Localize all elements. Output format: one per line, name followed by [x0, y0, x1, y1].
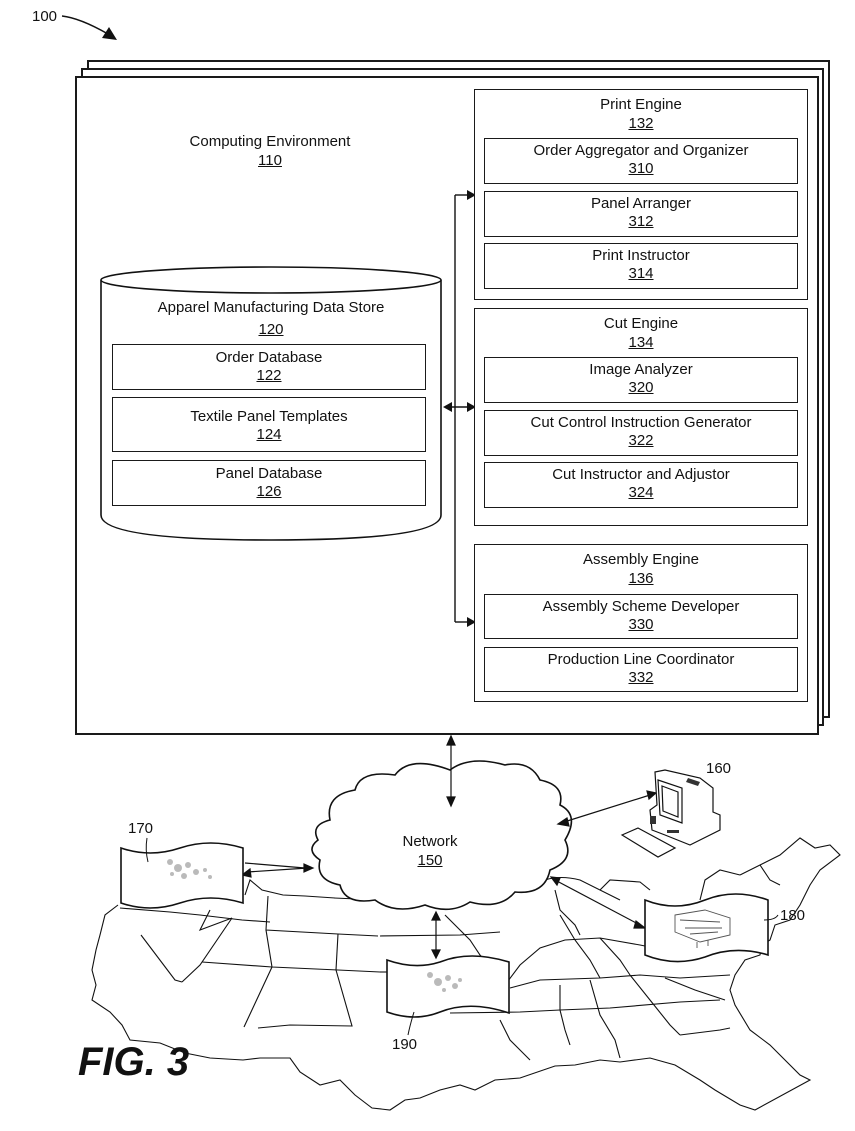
network-label: Network 150 [380, 832, 480, 870]
image-analyzer-box: Image Analyzer 320 [484, 357, 798, 403]
textile-panel-templates-title: Textile Panel Templates [190, 408, 348, 425]
print-engine-ref: 132 [628, 115, 654, 132]
cut-control-instruction-generator-title: Cut Control Instruction Generator [530, 414, 752, 431]
network-title: Network [402, 833, 458, 850]
print-instructor-box: Print Instructor 314 [484, 243, 798, 289]
order-database-title: Order Database [215, 349, 323, 366]
data-store-title: Apparel Manufacturing Data Store [157, 299, 385, 316]
assembly-scheme-developer-title: Assembly Scheme Developer [542, 598, 740, 615]
order-database-ref: 122 [256, 367, 282, 384]
site-west-ref: 170 [128, 820, 154, 837]
order-aggregator-title: Order Aggregator and Organizer [533, 142, 749, 159]
assembly-engine-ref: 136 [628, 570, 654, 587]
image-analyzer-ref: 320 [628, 379, 654, 396]
assembly-scheme-developer-ref: 330 [628, 616, 654, 633]
textile-panel-templates-box: Textile Panel Templates 124 [112, 397, 426, 452]
print-instructor-ref: 314 [628, 265, 654, 282]
cut-instructor-adjustor-ref: 324 [628, 484, 654, 501]
computing-environment-title: Computing Environment [189, 133, 351, 150]
site-east-ref: 180 [780, 907, 806, 924]
panel-arranger-title: Panel Arranger [590, 195, 692, 212]
production-line-coordinator-ref: 332 [628, 669, 654, 686]
cut-instructor-adjustor-box: Cut Instructor and Adjustor 324 [484, 462, 798, 508]
site-central-ref: 190 [392, 1036, 418, 1053]
assembly-scheme-developer-box: Assembly Scheme Developer 330 [484, 594, 798, 639]
data-store-label: Apparel Manufacturing Data Store 120 [101, 298, 441, 339]
order-database-box: Order Database 122 [112, 344, 426, 390]
print-engine-title: Print Engine [600, 96, 682, 113]
textile-panel-templates-ref: 124 [256, 426, 282, 443]
client-device-ref: 160 [706, 760, 732, 777]
order-aggregator-box: Order Aggregator and Organizer 310 [484, 138, 798, 184]
computing-environment-label: Computing Environment 110 [140, 132, 400, 170]
system-ref-label: 100 [32, 8, 58, 25]
data-store-ref: 120 [258, 321, 284, 338]
panel-database-ref: 126 [256, 483, 282, 500]
network-ref: 150 [417, 852, 443, 869]
cut-engine-ref: 134 [628, 334, 654, 351]
panel-database-title: Panel Database [215, 465, 323, 482]
order-aggregator-ref: 310 [628, 160, 654, 177]
figure-label: FIG. 3 [78, 1040, 190, 1084]
panel-arranger-box: Panel Arranger 312 [484, 191, 798, 237]
cut-control-instruction-generator-ref: 322 [628, 432, 654, 449]
cut-control-instruction-generator-box: Cut Control Instruction Generator 322 [484, 410, 798, 456]
image-analyzer-title: Image Analyzer [589, 361, 693, 378]
cut-instructor-adjustor-title: Cut Instructor and Adjustor [552, 466, 730, 483]
cut-engine-title: Cut Engine [603, 315, 679, 332]
print-instructor-title: Print Instructor [592, 247, 690, 264]
panel-arranger-ref: 312 [628, 213, 654, 230]
assembly-engine-title: Assembly Engine [583, 551, 699, 568]
panel-database-box: Panel Database 126 [112, 460, 426, 506]
production-line-coordinator-box: Production Line Coordinator 332 [484, 647, 798, 692]
computing-environment-ref: 110 [258, 152, 282, 169]
production-line-coordinator-title: Production Line Coordinator [547, 651, 735, 668]
